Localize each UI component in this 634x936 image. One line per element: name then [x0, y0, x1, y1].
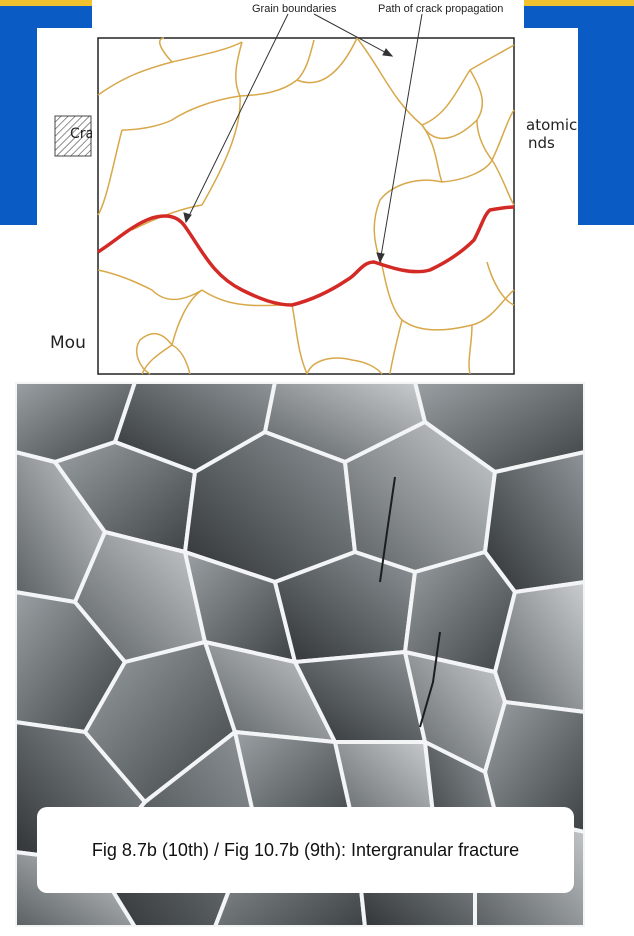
- diagram-frame: [97, 37, 515, 375]
- caption-text: Fig 8.7b (10th) / Fig 10.7b (9th): Inter…: [91, 839, 520, 860]
- background-text-right-1: atomic: [526, 116, 578, 134]
- grain-boundaries: [97, 37, 515, 375]
- background-text-left: Cra: [70, 126, 95, 142]
- annotation-arrows: [183, 13, 423, 264]
- label-grain-boundaries: Grain boundaries: [252, 3, 337, 15]
- hatched-box-icon: [54, 115, 92, 157]
- background-text-right-2: nds: [528, 134, 555, 152]
- caption-box: Fig 8.7b (10th) / Fig 10.7b (9th): Inter…: [37, 807, 574, 893]
- intergranular-crack-diagram: Grain boundaries Path of crack propagati…: [92, 0, 524, 378]
- label-crack-path: Path of crack propagation: [378, 3, 503, 15]
- background-text-bottom: Mou: [50, 333, 86, 353]
- crack-path: [97, 205, 515, 307]
